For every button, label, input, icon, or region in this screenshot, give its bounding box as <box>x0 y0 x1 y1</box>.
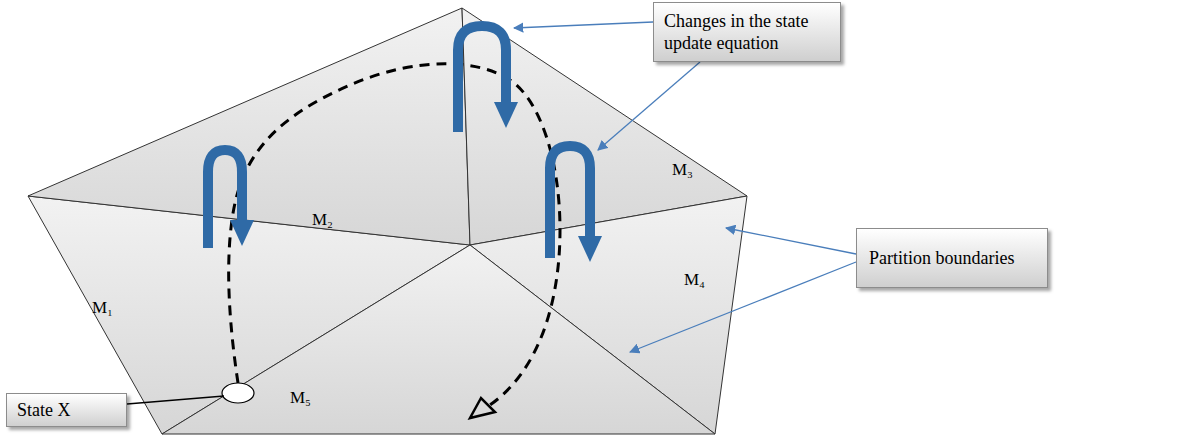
state-marker <box>222 383 254 403</box>
arrow-head <box>230 220 254 246</box>
callout-box: Partition boundaries <box>856 228 1048 288</box>
leader-line <box>726 228 856 254</box>
leader-line <box>127 396 224 404</box>
curved-arrow-heads <box>230 102 602 262</box>
callout-text: State X <box>17 399 71 422</box>
arrow-head <box>494 102 518 128</box>
region-m5 <box>162 245 715 434</box>
leader-line <box>514 22 653 28</box>
callout-text: Changes in the state update equation <box>664 10 830 55</box>
state-trajectory <box>229 64 560 405</box>
region-label: M₂ <box>312 210 333 230</box>
region-label: M₁ <box>92 298 113 318</box>
trajectory-arrowhead <box>470 398 495 418</box>
arrow-head <box>578 236 602 262</box>
partition-surface <box>28 8 747 434</box>
callout-box: Changes in the state update equation <box>653 2 841 62</box>
curved-arrow <box>458 26 506 132</box>
leader-line <box>630 262 856 352</box>
leader-line <box>598 62 700 150</box>
region-label: M₄ <box>684 270 705 290</box>
leader-lines <box>127 22 856 404</box>
region-m2 <box>28 8 470 245</box>
region-label: M₅ <box>290 388 311 408</box>
callout-text: Partition boundaries <box>869 247 1014 270</box>
region-label: M₃ <box>672 160 693 180</box>
callout-box: State X <box>6 393 127 427</box>
update-change-arrows <box>208 26 590 258</box>
